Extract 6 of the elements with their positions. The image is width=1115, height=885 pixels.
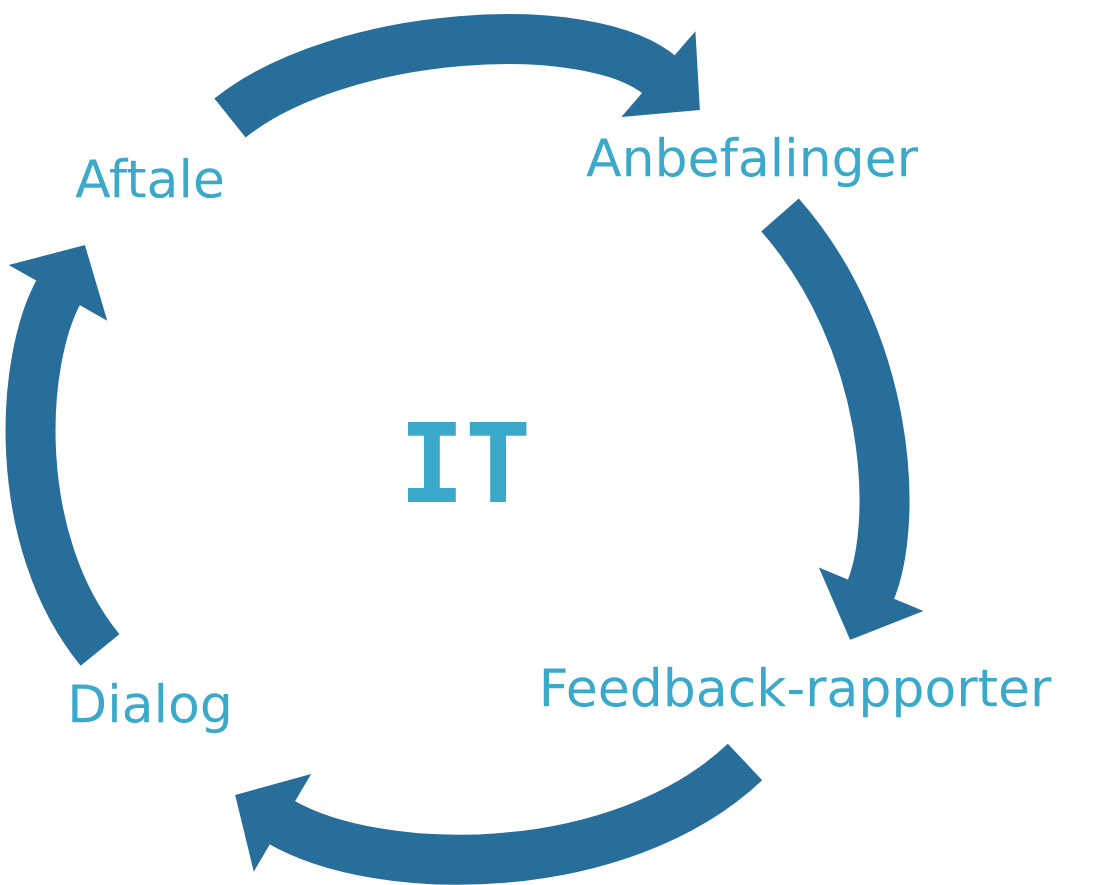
curved-arrow bbox=[215, 14, 700, 139]
stage-label: Aftale bbox=[75, 157, 223, 199]
stage-label: Dialog bbox=[72, 682, 229, 734]
stage-label: Anbefalinger bbox=[586, 136, 918, 188]
stage-label: Feedback-rapporter bbox=[543, 666, 1052, 718]
center-label: IT bbox=[408, 421, 527, 503]
